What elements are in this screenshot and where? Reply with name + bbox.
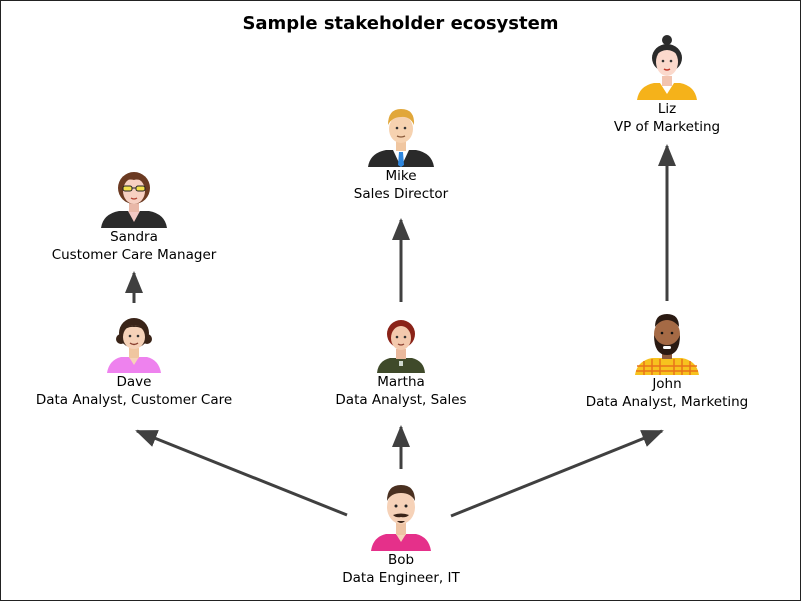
john-name: John (652, 376, 682, 392)
bob-name: Bob (387, 552, 415, 568)
node-mike: Mike Sales Director (271, 103, 531, 203)
node-liz: Liz VP of Marketing (537, 34, 797, 136)
node-bob: Bob Data Engineer, IT (271, 479, 531, 587)
liz-role: VP of Marketing (613, 119, 721, 135)
dave-role: Data Analyst, Customer Care (35, 392, 233, 408)
bearded-man-plaid-shirt-avatar-icon (635, 314, 699, 375)
martha-role: Data Analyst, Sales (335, 392, 467, 408)
red-hair-green-shirt-avatar-icon (377, 320, 425, 373)
dave-name: Dave (116, 374, 152, 390)
liz-name: Liz (657, 101, 677, 117)
node-dave: Dave Data Analyst, Customer Care (4, 309, 264, 409)
node-john: John Data Analyst, Marketing (537, 309, 797, 411)
bob-role: Data Engineer, IT (342, 570, 460, 586)
woman-sunglasses-avatar-icon (101, 172, 167, 228)
node-sandra: Sandra Customer Care Manager (4, 164, 264, 264)
mike-role: Sales Director (353, 186, 449, 202)
curly-hair-pink-shirt-avatar-icon (107, 318, 161, 373)
diagram-title: Sample stakeholder ecosystem (242, 13, 559, 34)
edge-bob-dave (135, 429, 348, 517)
man-mustache-pink-shirt-avatar-icon (371, 485, 431, 551)
john-role: Data Analyst, Marketing (585, 394, 749, 410)
edge-bob-john (450, 429, 664, 518)
sandra-role: Customer Care Manager (51, 247, 217, 263)
sandra-name: Sandra (110, 229, 158, 245)
mike-name: Mike (385, 168, 417, 184)
man-suit-tie-avatar-icon (368, 109, 434, 167)
node-martha: Martha Data Analyst, Sales (271, 311, 531, 409)
woman-bun-avatar-icon (637, 35, 697, 100)
martha-name: Martha (377, 374, 425, 390)
